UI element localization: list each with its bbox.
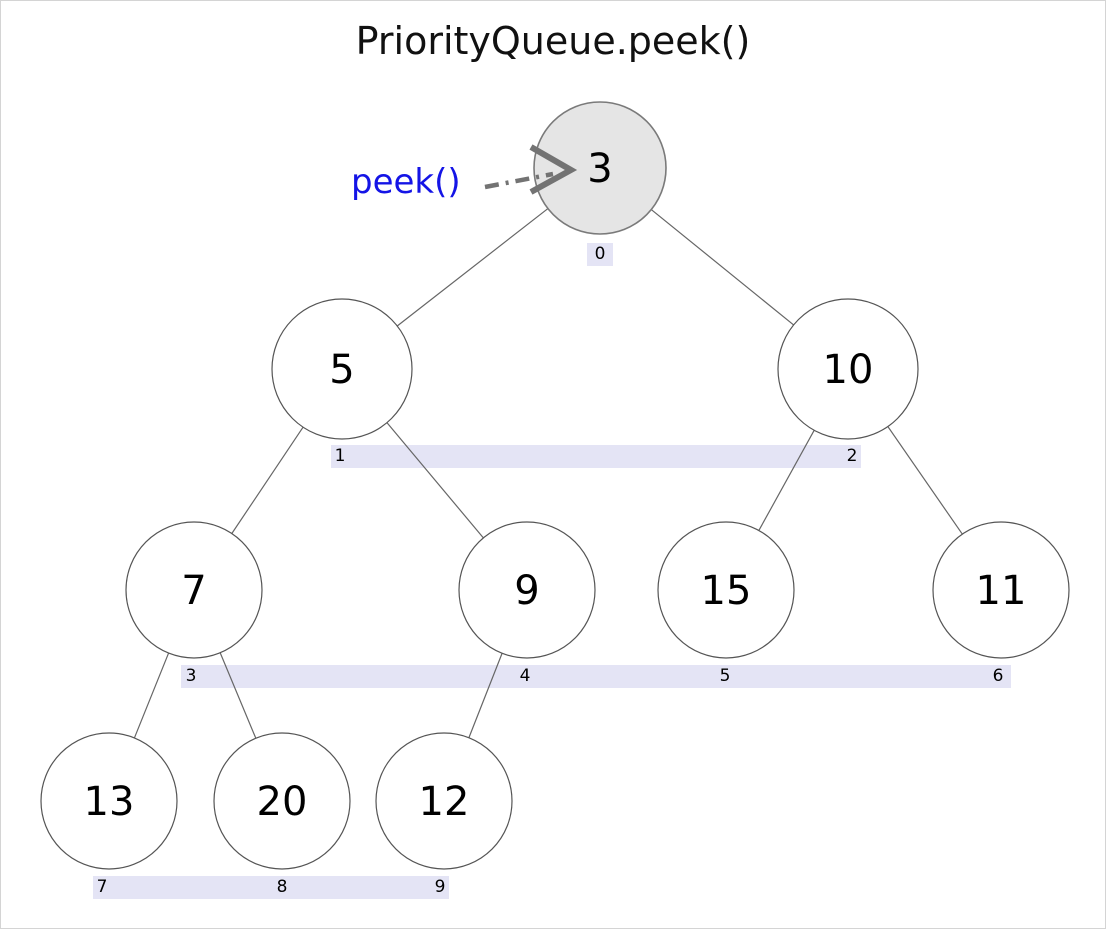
index-label-5: 5 (720, 666, 731, 686)
index-band-group (93, 243, 1011, 899)
node-value-9: 12 (419, 779, 470, 825)
node-circle-5 (657, 521, 795, 659)
index-band-level-3 (93, 876, 449, 899)
index-band-level-0 (587, 243, 613, 266)
node-circle-8 (213, 732, 351, 870)
node-value-5: 15 (701, 568, 752, 614)
edge-group (133, 208, 963, 739)
node-circle-3 (125, 521, 263, 659)
annotation-arrow-line (484, 171, 554, 190)
node-value-6: 11 (976, 568, 1027, 614)
annotation-label-peek: peek() (351, 162, 461, 202)
node-value-7: 13 (84, 779, 135, 825)
edge-0-to-2 (650, 209, 794, 326)
edge-0-to-1 (396, 208, 549, 327)
tree-node-9[interactable]: 12 (375, 732, 513, 870)
index-label-1: 1 (335, 446, 346, 466)
index-label-7: 7 (97, 877, 108, 897)
index-band-level-2 (181, 665, 1011, 688)
index-label-8: 8 (277, 877, 288, 897)
node-circle-4 (458, 521, 596, 659)
node-circle-0 (533, 101, 667, 235)
annotation-arrow-head-icon (529, 144, 578, 195)
node-circle-7 (40, 732, 178, 870)
edge-2-to-5 (758, 429, 815, 531)
tree-node-2[interactable]: 10 (777, 298, 919, 440)
edge-2-to-6 (887, 426, 963, 535)
page-title: PriorityQueue.peek() (355, 19, 751, 63)
node-circle-9 (375, 732, 513, 870)
node-circle-6 (932, 521, 1070, 659)
index-band-level-1 (331, 445, 861, 468)
edge-3-to-8 (219, 652, 257, 739)
edge-3-to-7 (133, 652, 170, 739)
tree-node-4[interactable]: 9 (458, 521, 596, 659)
node-value-4: 9 (514, 568, 539, 614)
tree-node-5[interactable]: 15 (657, 521, 795, 659)
tree-node-3[interactable]: 7 (125, 521, 263, 659)
tree-node-7[interactable]: 13 (40, 732, 178, 870)
tree-node-6[interactable]: 11 (932, 521, 1070, 659)
index-label-2: 2 (847, 446, 858, 466)
index-label-0: 0 (595, 244, 606, 264)
node-value-3: 7 (181, 568, 206, 614)
index-label-4: 4 (520, 666, 531, 686)
tree-node-0[interactable]: 3 (533, 101, 667, 235)
node-value-2: 10 (823, 347, 874, 393)
index-label-3: 3 (186, 666, 197, 686)
node-circle-2 (777, 298, 919, 440)
index-label-6: 6 (993, 666, 1004, 686)
annotation-group: peek() (351, 144, 578, 202)
node-value-0: 3 (587, 146, 612, 192)
node-value-1: 5 (329, 347, 354, 393)
edge-4-to-9 (468, 653, 503, 738)
node-circle-1 (271, 298, 413, 440)
index-label-9: 9 (435, 877, 446, 897)
tree-node-1[interactable]: 5 (271, 298, 413, 440)
node-value-8: 20 (257, 779, 308, 825)
edge-1-to-4 (386, 422, 484, 539)
edge-1-to-3 (231, 426, 304, 534)
tree-node-8[interactable]: 20 (213, 732, 351, 870)
